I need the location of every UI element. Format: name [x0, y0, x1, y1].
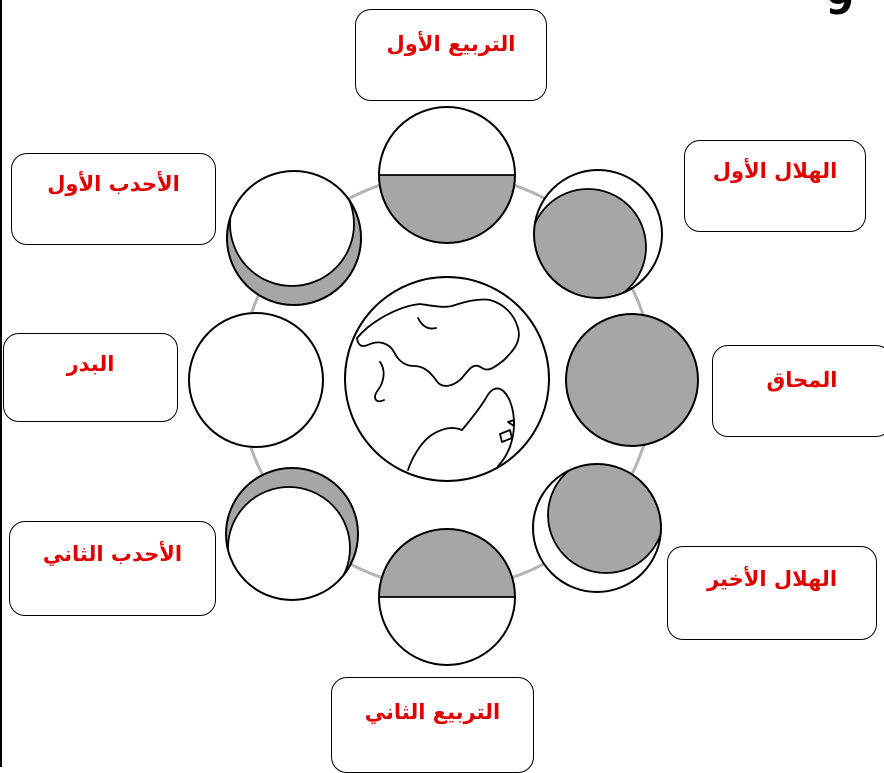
- label-waning-gibbous-text: الأحدب الثاني: [42, 542, 183, 566]
- label-third-quarter-text: التربيع الثاني: [364, 700, 501, 724]
- label-waning-gibbous: الأحدب الثاني: [9, 521, 216, 616]
- label-waxing-crescent: الهلال الأول: [684, 140, 866, 232]
- moon-right: [565, 313, 699, 447]
- corner-mark: 9: [826, 0, 854, 24]
- moon-top-right: [533, 169, 663, 299]
- label-full-moon: البدر: [3, 333, 178, 422]
- moon-bottom-right: [532, 463, 662, 593]
- moon-bottom: [378, 528, 516, 666]
- label-waxing-gibbous: الأحدب الأول: [11, 153, 216, 245]
- label-waxing-crescent-text: الهلال الأول: [712, 159, 838, 183]
- moon-bottom-left: [225, 467, 359, 601]
- label-new-moon-text: المحاق: [766, 368, 838, 392]
- label-waxing-gibbous-text: الأحدب الأول: [47, 172, 180, 196]
- label-first-quarter: التربيع الأول: [355, 9, 547, 101]
- label-waning-crescent: الهلال الأخير: [667, 546, 877, 640]
- earth: [344, 276, 550, 482]
- moon-top-left: [226, 170, 362, 306]
- left-border-line: [0, 0, 2, 767]
- moon-top: [378, 106, 516, 244]
- moon-left: [188, 312, 324, 448]
- label-new-moon: المحاق: [712, 345, 884, 437]
- label-third-quarter: التربيع الثاني: [331, 677, 534, 773]
- label-full-moon-text: البدر: [66, 352, 115, 376]
- label-waning-crescent-text: الهلال الأخير: [706, 567, 838, 591]
- label-first-quarter-text: التربيع الأول: [386, 32, 516, 56]
